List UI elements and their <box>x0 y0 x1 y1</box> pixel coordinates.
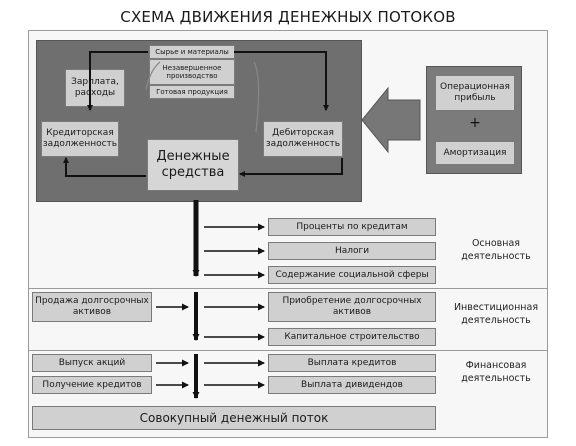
operating-profit-box: Операционная прибыль <box>435 75 515 111</box>
depreciation-box: Амортизация <box>435 141 515 165</box>
inflow-share-issue: Выпуск акций <box>32 354 152 372</box>
plus-sign: + <box>469 115 481 131</box>
total-cash-flow-box: Совокупный денежный поток <box>32 406 436 430</box>
cycle-curve-left <box>145 61 161 91</box>
arrow-cash-to-payables <box>63 157 146 177</box>
arrow-receivables-to-cash <box>239 158 343 177</box>
outflow-social-sphere: Содержание социальной сферы <box>268 266 436 284</box>
outflow-asset-acquisition: Приобретение долгосрочных активов <box>268 292 436 322</box>
outflow-capital-construction: Капитальное строительство <box>268 328 436 346</box>
outflow-taxes: Налоги <box>268 242 436 260</box>
accounts-receivable-box: Дебиторская задолженность <box>263 121 343 157</box>
outflow-dividends: Выплата дивидендов <box>268 376 436 394</box>
cash-box: Денежные средства <box>147 139 239 191</box>
section-divider-financing <box>28 350 548 351</box>
outflow-loan-interest: Проценты по кредитам <box>268 218 436 236</box>
financing-activity-label: Финансовая деятельность <box>461 360 531 384</box>
outflow-loan-repayment: Выплата кредитов <box>268 354 436 372</box>
arrow-profit-to-cycle <box>361 86 421 154</box>
accounts-payable-box: Кредиторская задолженность <box>41 121 119 157</box>
arrow-inventory-to-payables <box>87 51 148 111</box>
diagram-title: СХЕМА ДВИЖЕНИЯ ДЕНЕЖНЫХ ПОТОКОВ <box>120 8 456 26</box>
inflow-sale-of-assets: Продажа долгосрочных активов <box>32 292 152 322</box>
inventory-work-in-progress: Незавершенное производство <box>149 59 235 85</box>
inventory-finished-goods: Готовая продукция <box>149 85 235 99</box>
salary-expenses-box: Зарплата, расходы <box>65 69 125 107</box>
operating-profit-panel: Операционная прибыль + Амортизация <box>426 66 522 174</box>
investing-activity-label: Инвестиционная деятельность <box>453 302 539 326</box>
arrow-inventory-to-receivables <box>234 51 329 111</box>
inflow-loans-received: Получение кредитов <box>32 376 152 394</box>
operating-activity-label: Основная деятельность <box>461 238 531 262</box>
section-divider-investing <box>28 288 548 289</box>
cycle-curve-right <box>253 61 260 133</box>
